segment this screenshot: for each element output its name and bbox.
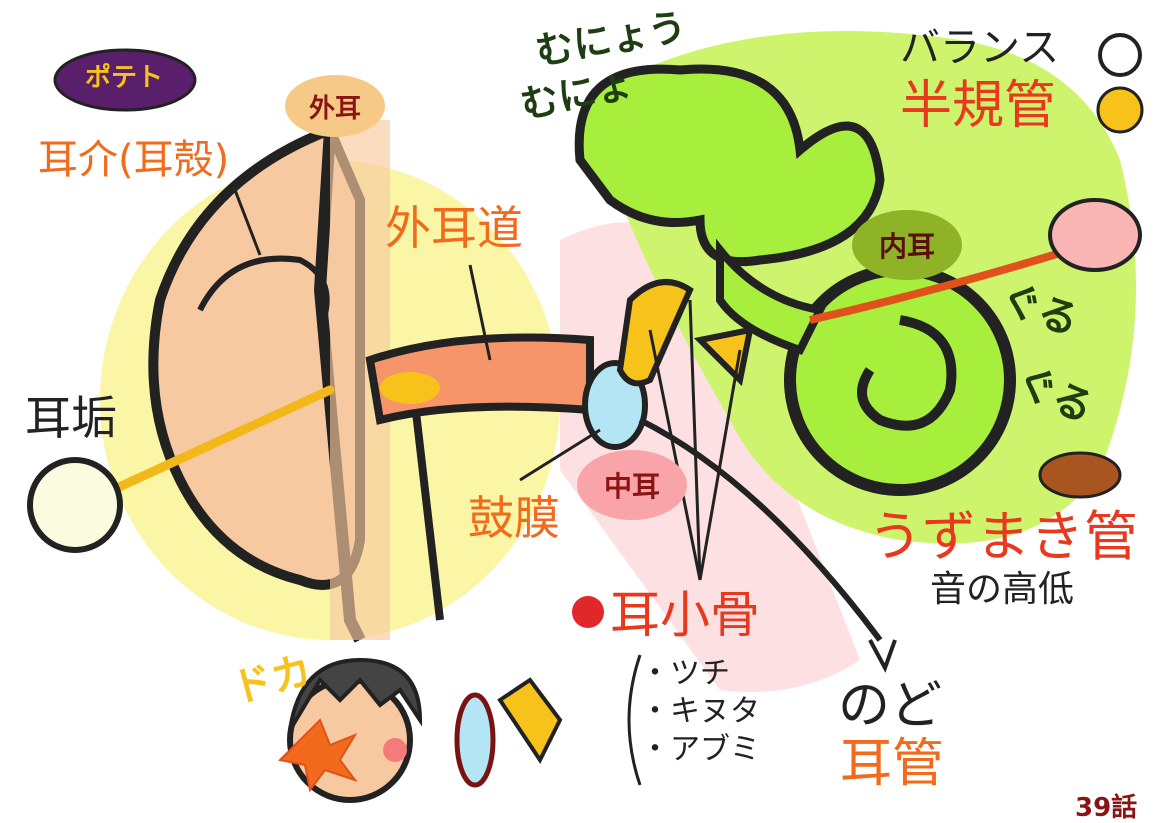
panda-icon (1098, 33, 1142, 77)
label-ear-canal: 外耳道 (385, 201, 523, 255)
leader-canal (468, 264, 492, 361)
impact-star-icon (277, 718, 358, 793)
ossicle-bracket (627, 654, 642, 786)
label-throat: のど (838, 676, 943, 736)
logo-text: ポテト (85, 63, 164, 93)
semicircular-canals-shape (574, 64, 885, 267)
tube-arrow (868, 639, 897, 673)
label-balance: バランス (900, 25, 1060, 71)
boy-cheek (383, 738, 407, 762)
boy-hair (288, 657, 423, 732)
cochlea-spiral (784, 264, 1016, 496)
eggplant-logo (53, 48, 197, 112)
ossicle-list: ・ツチ ・キヌタ ・アブミ (640, 655, 760, 769)
leader-ossicle-1 (648, 329, 702, 581)
ossicle-stapes: ・アブミ (640, 732, 760, 767)
earwax-cotton (27, 457, 123, 553)
ossicle-incus: ・キヌタ (640, 694, 760, 729)
ossicle-bones (616, 279, 694, 387)
label-earwax: 耳垢 (25, 391, 117, 445)
leader-ossicle-3 (698, 349, 742, 581)
label-pinna: 耳介(耳殻) (38, 137, 230, 183)
mini-ossicle-icon (497, 677, 563, 764)
earwax-blob (380, 372, 440, 404)
badge-middle-ear: 中耳 (577, 450, 687, 520)
balance-ball-icon (1096, 86, 1144, 134)
brain-icon (1048, 198, 1142, 272)
label-semicircular-canals: 半規管 (900, 76, 1057, 136)
leader-pinna (233, 189, 262, 256)
label-eardrum: 鼓膜 (468, 491, 560, 545)
person-icon (572, 596, 604, 628)
ossicle-malleus: ・ツチ (640, 656, 730, 691)
poop-icon (1038, 451, 1122, 499)
swab-stick (75, 385, 335, 510)
badge-inner-ear: 内耳 (852, 210, 962, 280)
label-eustachian-tube: 耳管 (840, 734, 945, 794)
cochlea-inner (857, 315, 957, 431)
leader-eardrum (519, 428, 601, 482)
label-pitch: 音の高低 (930, 569, 1075, 610)
nerve-line (809, 246, 1072, 324)
mini-eardrum-icon (454, 692, 496, 788)
label-ossicles: 耳小骨 (610, 586, 760, 644)
label-cochlea: うずまき管 (868, 505, 1138, 568)
page-number: 39話 (1075, 793, 1138, 823)
badge-outer-ear: 外耳 (285, 75, 385, 137)
vestibule-connector (716, 238, 826, 355)
leader-ossicle-2 (688, 299, 702, 581)
